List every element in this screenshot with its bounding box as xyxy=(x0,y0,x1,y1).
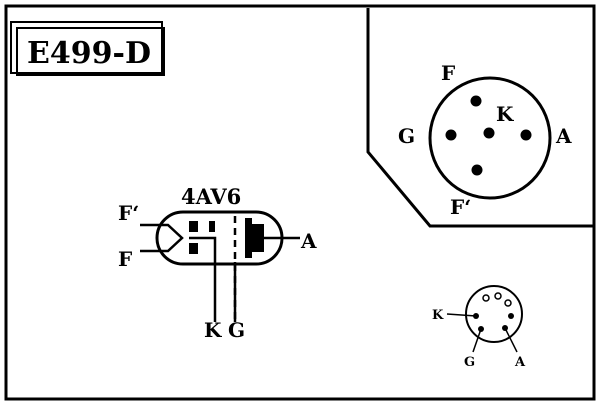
small-label-grid: G xyxy=(464,355,475,370)
large-label-grid: G xyxy=(398,124,415,148)
large-pin-cathode xyxy=(483,127,495,139)
small-pin-1 xyxy=(482,294,490,302)
large-pin-anode xyxy=(520,129,532,141)
symbol-label-filament-top: F‘ xyxy=(118,201,139,225)
cathode-plate-top xyxy=(209,221,215,232)
cathode-lead xyxy=(189,236,217,322)
large-label-filament-bottom: F‘ xyxy=(450,195,471,219)
symbol-label-filament-bottom: F xyxy=(118,247,132,271)
outer-frame xyxy=(4,4,596,401)
large-label-filament-top: F xyxy=(441,61,455,85)
small-pin-3 xyxy=(504,299,512,307)
large-socket-ring xyxy=(428,76,552,200)
small-pin-4 xyxy=(508,313,514,319)
cathode-block-top xyxy=(189,221,198,232)
cathode-block-bottom xyxy=(189,243,198,254)
large-pin-filament-bottom xyxy=(471,164,483,176)
small-socket-ring xyxy=(465,285,523,343)
tube-type-label: 4AV6 xyxy=(181,184,241,209)
small-pin-2 xyxy=(494,292,502,300)
title: E499-D xyxy=(27,36,151,71)
large-socket-diagram: F K G A F‘ xyxy=(398,61,572,219)
small-label-cathode: K xyxy=(432,308,444,323)
small-lead-cathode xyxy=(446,313,477,317)
symbol-label-anode: A xyxy=(300,229,317,253)
title-box: E499-D xyxy=(10,21,165,76)
anode-body xyxy=(252,224,264,252)
filament-lead xyxy=(140,223,184,253)
title-box-inner xyxy=(16,27,165,76)
socket-inset-outline xyxy=(366,8,594,228)
large-label-anode: A xyxy=(555,124,572,148)
anode-plate xyxy=(245,218,252,258)
small-socket-diagram: K G A xyxy=(432,285,526,370)
tube-symbol: 4AV6 F‘ F A K G xyxy=(118,184,317,342)
large-pin-grid xyxy=(445,129,457,141)
symbol-label-grid: G xyxy=(228,318,245,342)
small-lead-anode xyxy=(504,327,518,353)
small-lead-grid xyxy=(472,328,482,353)
title-box-outer xyxy=(10,21,163,74)
large-label-cathode: K xyxy=(496,102,514,126)
symbol-label-cathode: K xyxy=(204,318,222,342)
large-pin-filament-top xyxy=(470,95,482,107)
small-label-anode: A xyxy=(514,355,526,370)
